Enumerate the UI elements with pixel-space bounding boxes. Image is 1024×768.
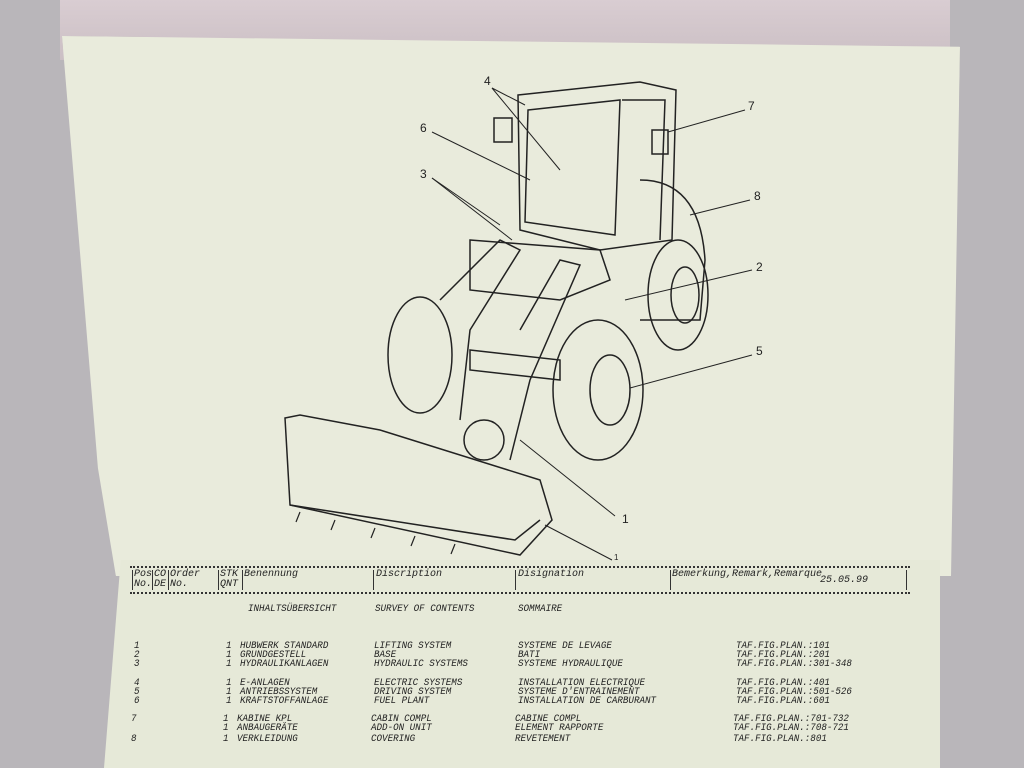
cell-pos: 8 [131, 734, 137, 745]
header-designation: Disignation [518, 569, 585, 580]
cell-pos: 2 [134, 650, 140, 661]
header-order-1: Order [170, 569, 201, 580]
cell-fr: ELEMENT RAPPORTE [515, 723, 604, 734]
cell-en: FUEL PLANT [374, 696, 430, 707]
cell-qty: 1 [223, 723, 229, 734]
header-qty-1: STK [220, 569, 239, 580]
section-en: SURVEY OF CONTENTS [375, 604, 475, 615]
cell-ref: TAF.FIG.PLAN.:708-721 [733, 723, 849, 734]
cell-de: VERKLEIDUNG [237, 734, 298, 745]
cell-fr: CABINE COMPL [515, 714, 582, 725]
cell-fr: SYSTEME D'ENTRAINEMENT [518, 687, 640, 698]
cell-qty: 1 [226, 696, 232, 707]
cell-pos: 4 [134, 678, 140, 689]
cell-en: HYDRAULIC SYSTEMS [374, 659, 468, 670]
cell-en: ADD-ON UNIT [371, 723, 432, 734]
cell-de: ANBAUGERÄTE [237, 723, 298, 734]
cell-pos: 6 [134, 696, 140, 707]
cell-qty: 1 [226, 641, 232, 652]
callout-2: 2 [756, 260, 763, 274]
cell-de: HUBWERK STANDARD [240, 641, 329, 652]
cell-en: COVERING [371, 734, 416, 745]
callout-8: 8 [754, 189, 761, 203]
header-remark: Bemerkung,Remark,Remarque [672, 569, 823, 580]
cell-de: KABINE KPL [237, 714, 293, 725]
header-date: 25.05.99 [820, 575, 869, 586]
cell-ref: TAF.FIG.PLAN.:801 [733, 734, 827, 745]
lower-page [104, 560, 940, 768]
cell-ref: TAF.FIG.PLAN.:401 [736, 678, 830, 689]
cell-qty: 1 [223, 714, 229, 725]
cell-en: DRIVING SYSTEM [374, 687, 452, 698]
callout-7: 7 [748, 99, 755, 113]
cell-fr: INSTALLATION DE CARBURANT [518, 696, 657, 707]
cell-fr: SYSTEME HYDRAULIQUE [518, 659, 623, 670]
cell-de: HYDRAULIKANLAGEN [240, 659, 329, 670]
header-qty-2: QNT [220, 579, 239, 590]
cell-ref: TAF.FIG.PLAN.:701-732 [733, 714, 849, 725]
header-description: Discription [376, 569, 443, 580]
cell-en: LIFTING SYSTEM [374, 641, 452, 652]
cell-ref: TAF.FIG.PLAN.:601 [736, 696, 830, 707]
cell-pos: 7 [131, 714, 137, 725]
cell-en: CABIN COMPL [371, 714, 432, 725]
cell-fr: BATI [518, 650, 541, 661]
cell-de: GRUNDGESTELL [240, 650, 307, 661]
header-order-2: No. [170, 579, 189, 590]
section-de: INHALTSÜBERSICHT [248, 604, 337, 615]
cell-qty: 1 [226, 650, 232, 661]
cell-en: ELECTRIC SYSTEMS [374, 678, 463, 689]
cell-ref: TAF.FIG.PLAN.:501-526 [736, 687, 852, 698]
cell-ref: TAF.FIG.PLAN.:101 [736, 641, 830, 652]
callout-6: 6 [420, 121, 427, 135]
cell-de: E-ANLAGEN [240, 678, 290, 689]
header-code-2: DE [154, 579, 167, 590]
header-pos-1: Pos [134, 569, 153, 580]
cell-pos: 1 [134, 641, 140, 652]
header-pos-2: No. [134, 579, 153, 590]
cell-fr: INSTALLATION ELECTRIQUE [518, 678, 645, 689]
cell-de: ANTRIEBSSYSTEM [240, 687, 318, 698]
cell-qty: 1 [223, 734, 229, 745]
cell-en: BASE [374, 650, 397, 661]
header-benennung: Benennung [244, 569, 299, 580]
cell-ref: TAF.FIG.PLAN.:301-348 [736, 659, 852, 670]
cell-qty: 1 [226, 678, 232, 689]
callout-1: 1 [622, 512, 629, 526]
callout-1-partial: 1 [614, 553, 619, 562]
callout-5: 5 [756, 344, 763, 358]
cell-pos: 3 [134, 659, 140, 670]
callout-3: 3 [420, 167, 427, 181]
upper-page [62, 36, 960, 576]
section-fr: SOMMAIRE [518, 604, 563, 615]
header-code-1: CO [154, 569, 167, 580]
callout-4: 4 [484, 74, 491, 88]
cell-pos: 5 [134, 687, 140, 698]
cell-qty: 1 [226, 659, 232, 670]
cell-qty: 1 [226, 687, 232, 698]
cell-fr: REVETEMENT [515, 734, 571, 745]
cell-ref: TAF.FIG.PLAN.:201 [736, 650, 830, 661]
cell-de: KRAFTSTOFFANLAGE [240, 696, 329, 707]
cell-fr: SYSTEME DE LEVAGE [518, 641, 612, 652]
